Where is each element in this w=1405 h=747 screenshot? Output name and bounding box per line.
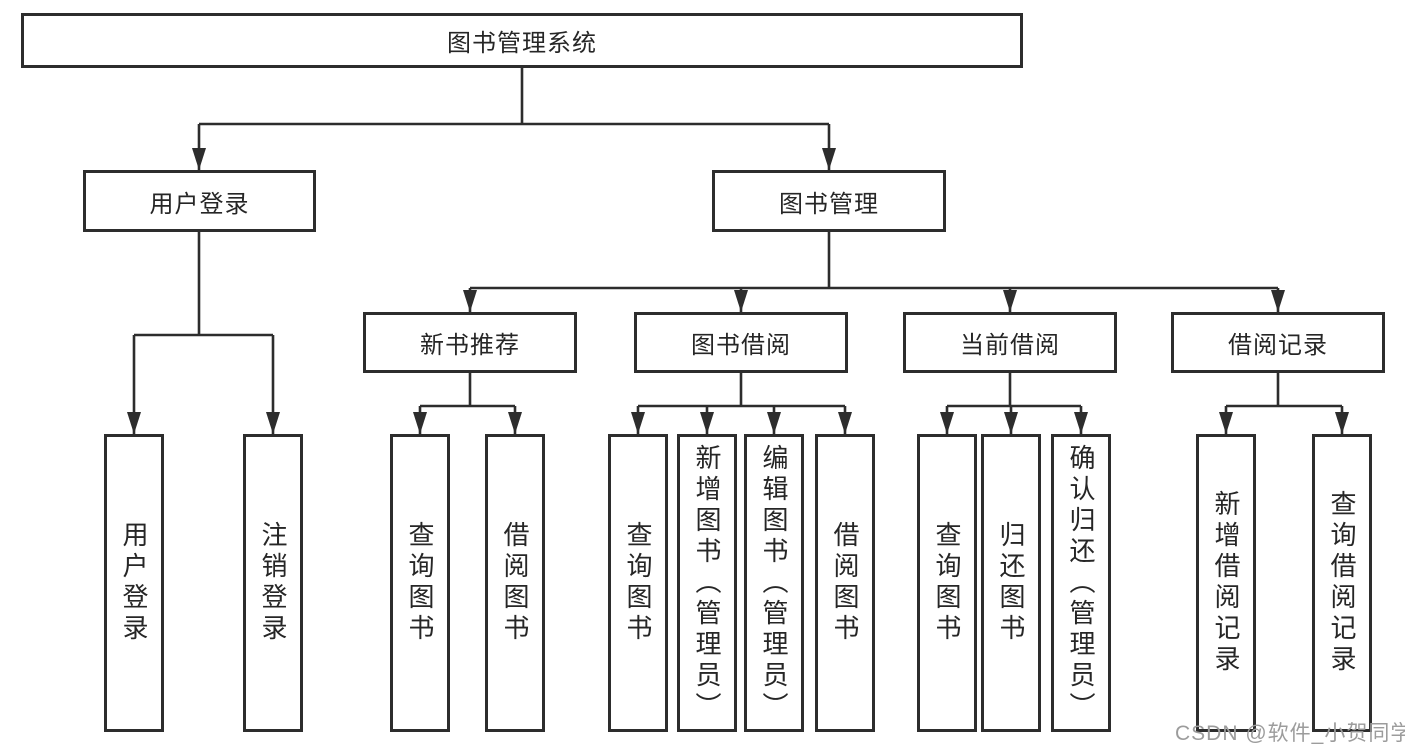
csdn-watermark: CSDN @软件_小贺同学 bbox=[1175, 722, 1405, 745]
node-label: 用户登录 bbox=[149, 190, 250, 218]
leaf-label: 注销登录 bbox=[258, 521, 288, 645]
leaf-label: 查询图书 bbox=[405, 521, 435, 645]
leaf-bb-add-books-admin: 新增图书（管理员） bbox=[677, 434, 737, 732]
leaf-cb-query-books: 查询图书 bbox=[917, 434, 977, 732]
leaf-logout: 注销登录 bbox=[243, 434, 303, 732]
node-user-login: 用户登录 bbox=[83, 170, 316, 232]
leaf-label: 借阅图书 bbox=[500, 521, 530, 645]
leaf-label: 编辑图书（管理员） bbox=[759, 443, 789, 723]
connector-trunks bbox=[134, 68, 1342, 408]
leaf-bb-edit-books-admin: 编辑图书（管理员） bbox=[744, 434, 804, 732]
leaf-label: 新增借阅记录 bbox=[1211, 490, 1241, 676]
leaf-cb-confirm-return-admin: 确认归还（管理员） bbox=[1051, 434, 1111, 732]
node-label: 图书管理 bbox=[779, 190, 879, 218]
node-label: 图书管理系统 bbox=[447, 30, 597, 57]
leaf-br-add-record: 新增借阅记录 bbox=[1196, 434, 1256, 732]
node-book-management: 图书管理 bbox=[712, 170, 946, 232]
leaf-nb-query-books: 查询图书 bbox=[390, 434, 450, 732]
leaf-label: 查询借阅记录 bbox=[1327, 490, 1357, 676]
node-label: 新书推荐 bbox=[420, 332, 520, 359]
leaf-label: 查询图书 bbox=[932, 521, 962, 645]
leaf-bb-borrow-books: 借阅图书 bbox=[815, 434, 875, 732]
leaf-label: 用户登录 bbox=[119, 521, 149, 645]
node-library-management-system: 图书管理系统 bbox=[21, 13, 1023, 68]
leaf-cb-return-books: 归还图书 bbox=[981, 434, 1041, 732]
node-label: 当前借阅 bbox=[960, 332, 1060, 359]
leaf-br-query-record: 查询借阅记录 bbox=[1312, 434, 1372, 732]
node-current-borrowing: 当前借阅 bbox=[903, 312, 1117, 373]
leaf-label: 查询图书 bbox=[623, 521, 653, 645]
node-book-borrowing: 图书借阅 bbox=[634, 312, 848, 373]
connector-arrows bbox=[127, 124, 1349, 434]
leaf-bb-query-books: 查询图书 bbox=[608, 434, 668, 732]
leaf-label: 确认归还（管理员） bbox=[1066, 443, 1096, 723]
leaf-label: 新增图书（管理员） bbox=[692, 443, 722, 723]
node-label: 图书借阅 bbox=[691, 332, 791, 359]
leaf-label: 借阅图书 bbox=[830, 521, 860, 645]
leaf-user-login: 用户登录 bbox=[104, 434, 164, 732]
leaf-nb-borrow-books: 借阅图书 bbox=[485, 434, 545, 732]
leaf-label: 归还图书 bbox=[996, 521, 1026, 645]
node-label: 借阅记录 bbox=[1228, 332, 1328, 359]
node-borrowing-records: 借阅记录 bbox=[1171, 312, 1385, 373]
node-new-book-recommendation: 新书推荐 bbox=[363, 312, 577, 373]
